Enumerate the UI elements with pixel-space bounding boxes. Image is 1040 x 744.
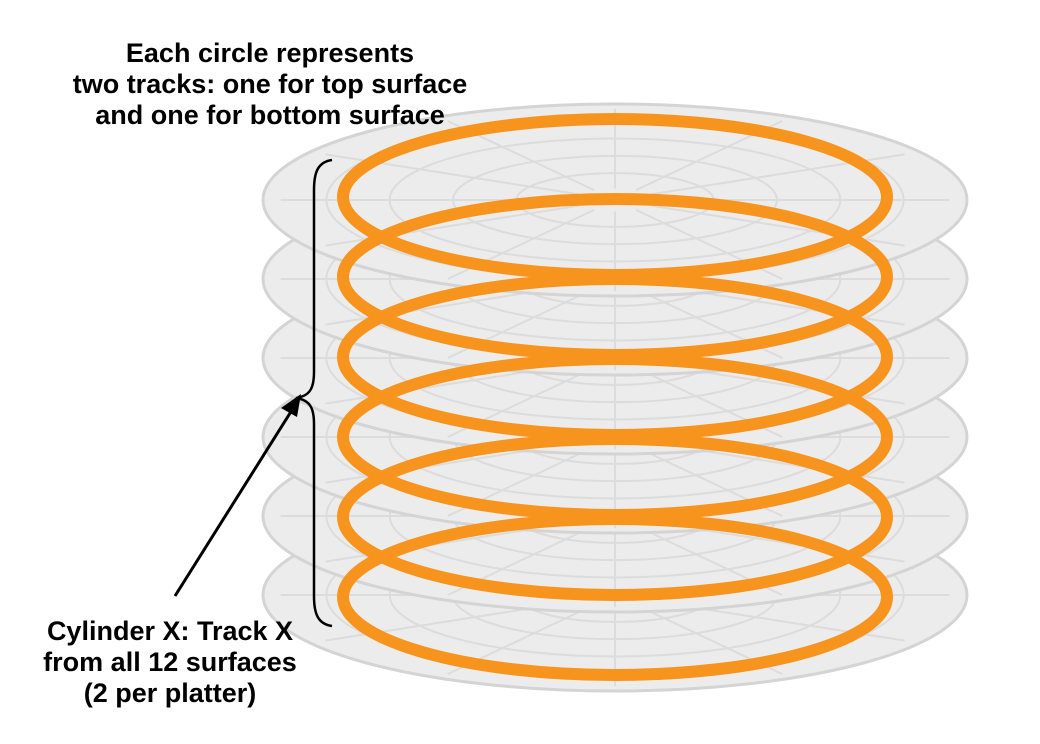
caption-line: Each circle represents [125,38,415,68]
caption-line: Cylinder X: Track X [46,616,294,646]
annotation-arrowhead [281,394,301,417]
track-ring [337,513,893,681]
caption-line: and one for bottom surface [95,100,445,130]
track-explanation-caption: Each circle represents two tracks: one f… [40,38,500,131]
caption-line: two tracks: one for top surface [72,69,468,99]
caption-line: (2 per platter) [83,678,257,708]
track-ring [337,433,893,601]
caption-line: from all 12 surfaces [43,647,297,677]
track-rings [337,113,893,681]
cylinder-definition-caption: Cylinder X: Track X from all 12 surfaces… [20,616,320,709]
annotation-arrow [173,409,294,597]
